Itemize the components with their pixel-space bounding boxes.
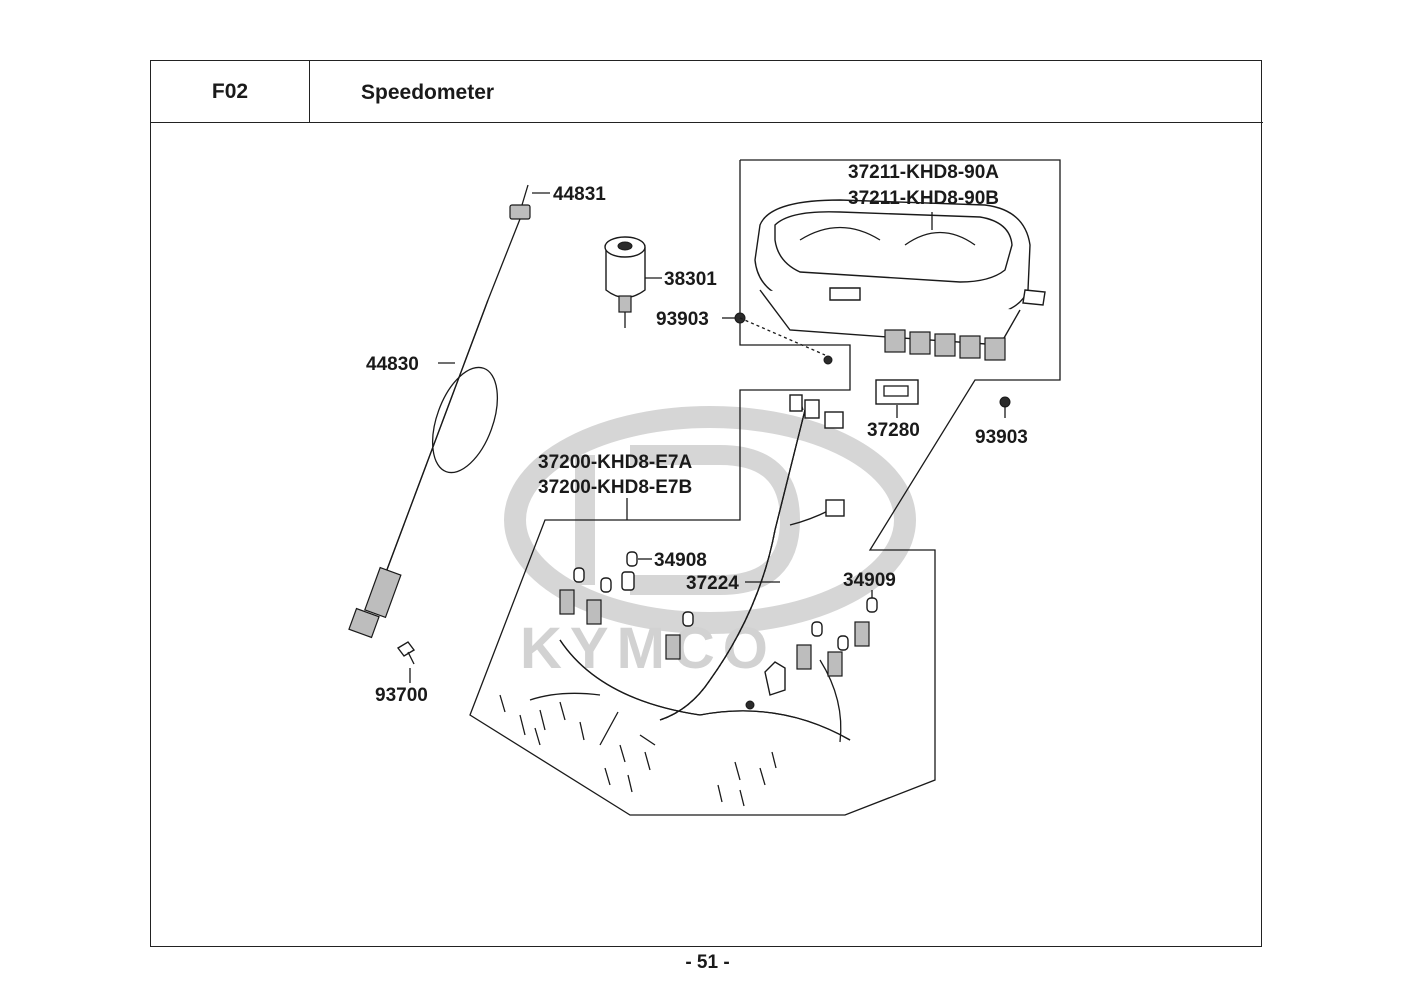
section-code: F02 bbox=[151, 61, 310, 123]
part-37280 bbox=[875, 379, 919, 405]
bulbs-34908 bbox=[559, 551, 694, 660]
screw-93903-left bbox=[734, 312, 833, 365]
meter-assembly-box bbox=[469, 159, 1061, 816]
screw-93700 bbox=[396, 641, 416, 665]
callout-44831: 44831 bbox=[553, 184, 606, 205]
meter-assembly-37211 bbox=[754, 199, 1046, 361]
screw-93903-right bbox=[999, 396, 1011, 418]
callout-93903-right: 93903 bbox=[975, 427, 1028, 448]
header-bar: F02 Speedometer bbox=[151, 61, 1263, 123]
watermark-text: KYMCO bbox=[520, 616, 776, 681]
gear-box-38301 bbox=[604, 236, 646, 328]
bulbs-34909 bbox=[796, 597, 878, 677]
section-title: Speedometer bbox=[361, 81, 495, 104]
callout-93700: 93700 bbox=[375, 685, 428, 706]
harness-clip bbox=[745, 661, 786, 710]
terminal-pins-middle bbox=[599, 711, 656, 793]
callout-38301: 38301 bbox=[664, 269, 717, 290]
callout-37200-b: 37200-KHD8-E7B bbox=[538, 477, 692, 498]
terminal-pins-right bbox=[717, 751, 777, 807]
callout-37280: 37280 bbox=[867, 420, 920, 441]
callout-37211-b: 37211-KHD8-90B bbox=[848, 188, 999, 209]
terminal-pins-left bbox=[499, 694, 585, 746]
page-number: - 51 - bbox=[685, 952, 730, 973]
callout-44830: 44830 bbox=[366, 354, 419, 375]
cable-end-44831 bbox=[487, 184, 531, 301]
kymco-watermark-logo: KYMCO bbox=[504, 406, 916, 681]
callout-34908: 34908 bbox=[654, 550, 707, 571]
callout-34909: 34909 bbox=[843, 570, 896, 591]
speedometer-cable-44830 bbox=[348, 299, 498, 639]
callout-37200-a: 37200-KHD8-E7A bbox=[538, 452, 692, 473]
diagram-frame: F02 Speedometer bbox=[150, 60, 1263, 947]
callout-93903-left: 93903 bbox=[656, 309, 709, 330]
callout-37224: 37224 bbox=[686, 573, 739, 594]
wire-harness-37224 bbox=[529, 394, 851, 743]
callout-37211-a: 37211-KHD8-90A bbox=[848, 162, 999, 183]
